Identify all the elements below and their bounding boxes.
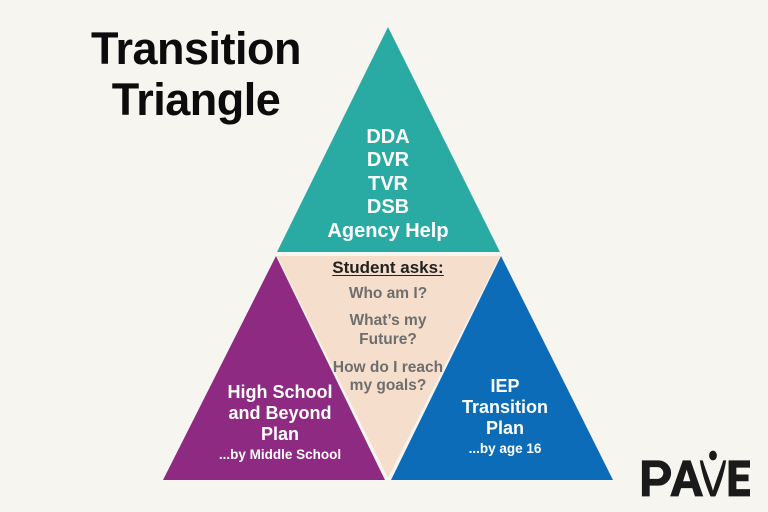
agency-help-label: DDA DVR TVR DSB Agency Help — [288, 126, 488, 243]
pave-logo-letter-v-right-arm — [711, 460, 727, 497]
page-title-line-2: Triangle — [111, 73, 281, 125]
iep-line-1: IEP — [490, 376, 520, 396]
agency-line-help: Agency Help — [327, 219, 449, 242]
student-question-3-line-1: How do I reach — [332, 358, 444, 376]
triangle-top-section — [277, 27, 500, 252]
student-question-3: How do I reach my goals? — [288, 359, 488, 396]
student-asks-block: Student asks: Who am I? What’s my Future… — [288, 258, 488, 405]
agency-line-dda: DDA — [366, 126, 410, 148]
student-asks-heading: Student asks: — [332, 258, 444, 277]
hsbp-line-1: High School — [227, 382, 333, 402]
student-question-2: What’s my Future? — [288, 312, 488, 349]
triangle-right-section — [391, 256, 613, 480]
hsbp-subtitle: ...by Middle School — [218, 447, 342, 463]
student-question-3-line-2: my goals? — [349, 377, 427, 395]
pave-logo-figure-head-icon — [709, 450, 717, 461]
pave-logo-letter-e — [728, 460, 750, 497]
pave-logo-letter-v-left-arm — [699, 460, 715, 497]
student-question-2-line-1: What’s my — [349, 312, 427, 330]
student-question-1-line-1: Who am I? — [348, 284, 428, 302]
pave-logo-letter-p — [641, 460, 672, 497]
triangle-left-section — [163, 256, 385, 480]
hsbp-line-2: and Beyond — [228, 403, 332, 424]
pave-logo — [641, 450, 750, 497]
iep-subtitle: ...by age 16 — [468, 441, 542, 457]
agency-line-dvr: DVR — [366, 149, 410, 172]
page-title: Transition Triangle — [46, 23, 346, 126]
agency-line-tvr: TVR — [368, 172, 408, 195]
iep-transition-plan-label: IEP Transition Plan ...by age 16 — [430, 376, 580, 457]
high-school-and-beyond-plan-label: High School and Beyond Plan ...by Middle… — [190, 382, 370, 463]
iep-line-3: Plan — [485, 418, 524, 439]
iep-line-2: Transition — [461, 397, 548, 418]
page-title-line-1: Transition — [90, 23, 302, 74]
pave-logo-letter-a — [670, 460, 704, 497]
hsbp-line-3: Plan — [260, 424, 299, 445]
agency-line-dsb: DSB — [366, 196, 410, 219]
student-question-1: Who am I? — [288, 285, 488, 304]
student-question-2-line-2: Future? — [359, 331, 417, 349]
triangle-center-section — [277, 256, 500, 478]
